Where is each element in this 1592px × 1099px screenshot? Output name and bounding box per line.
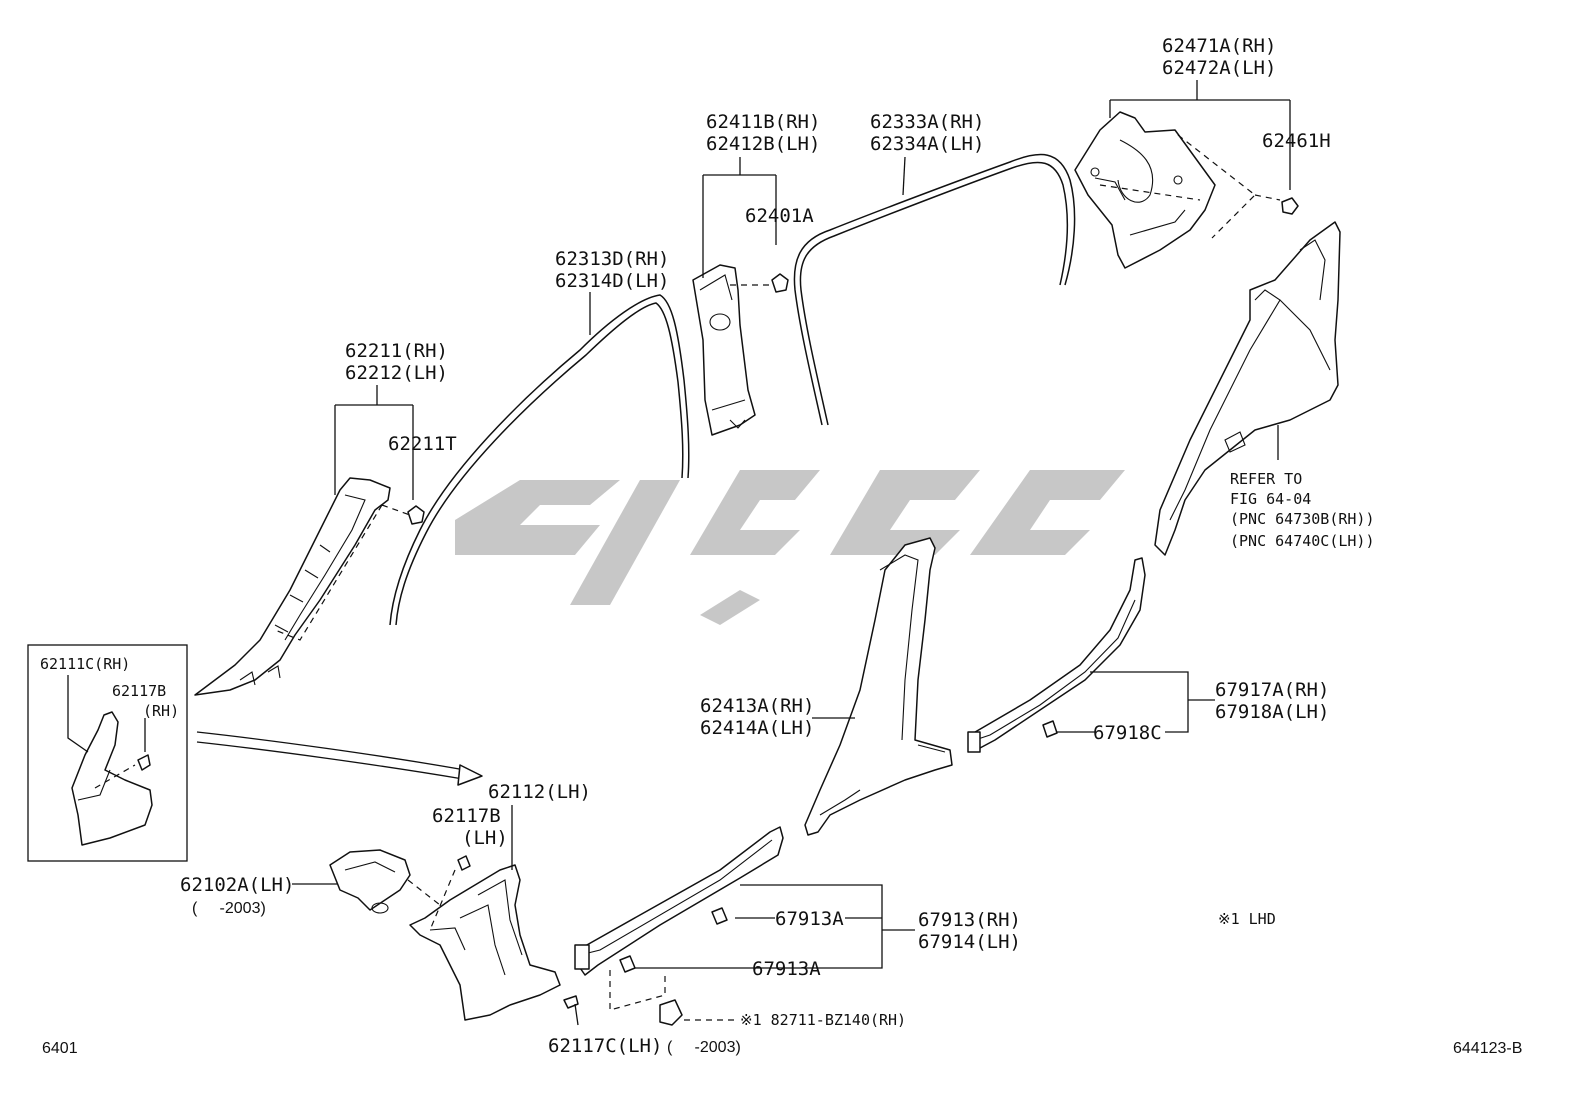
label-62472A: 62472A(LH): [1162, 57, 1276, 79]
leader-62117B-rh-dash: [94, 764, 136, 789]
label-note-lhd: ※1 LHD: [1218, 910, 1276, 928]
label-67913A-b: 67913A: [752, 958, 821, 980]
part-front-scuff-plate: [574, 826, 784, 976]
label-62401A: 62401A: [745, 205, 814, 227]
label-refer-3: (PNC 64730B(RH)): [1230, 510, 1375, 528]
inset-box-rh: [27, 644, 188, 862]
label-62211T: 62211T: [388, 433, 457, 455]
label-82711: ※1 82711-BZ140(RH): [740, 1011, 906, 1029]
part-a-pillar: [194, 477, 391, 696]
clip-62117B-lh: [457, 855, 471, 871]
label-refer-1: REFER TO: [1230, 470, 1302, 488]
label-62313D: 62313D(RH): [555, 248, 669, 270]
clip-62211T: [407, 505, 425, 525]
part-cowl-side-trim-lh: [409, 864, 561, 1021]
clip-82711: [659, 999, 738, 1026]
label-62102A: 62102A(LH): [180, 874, 294, 896]
part-62102A: [329, 849, 411, 914]
label-62211: 62211(RH): [345, 340, 448, 362]
label-67914: 67914(LH): [918, 931, 1021, 953]
label-62102A-date: ( -2003): [192, 900, 266, 917]
label-62414A: 62414A(LH): [700, 717, 814, 739]
label-62117B-rh-side: (RH): [143, 702, 179, 720]
label-62412B: 62412B(LH): [706, 133, 820, 155]
label-62117C: 62117C(LH): [548, 1035, 662, 1057]
label-62413A: 62413A(RH): [700, 695, 814, 717]
leader-62411B: [702, 157, 777, 286]
part-quarter-trim-upper: [1074, 111, 1216, 269]
label-drawing-code: 644123-B: [1453, 1040, 1522, 1057]
clip-67918C: [1042, 720, 1058, 738]
label-62117C-date: ( -2003): [667, 1039, 741, 1056]
leader-62471A: [1099, 80, 1291, 239]
label-62111C: 62111C(RH): [40, 655, 130, 673]
label-62334A: 62334A(LH): [870, 133, 984, 155]
part-rear-scuff-plate: [967, 557, 1146, 753]
part-rear-quarter-panel: [1154, 221, 1341, 556]
label-67917A: 67917A(RH): [1215, 679, 1329, 701]
label-62212: 62212(LH): [345, 362, 448, 384]
part-roof-weatherstrip: [793, 153, 1076, 426]
leader-67913: [609, 884, 915, 1011]
label-62117B-lh-side: (LH): [462, 827, 508, 849]
part-b-pillar-lower: [804, 537, 953, 836]
clip-62401A: [771, 273, 789, 293]
label-62112: 62112(LH): [488, 781, 591, 803]
label-refer-4: (PNC 64740C(LH)): [1230, 532, 1375, 550]
label-62461H: 62461H: [1262, 130, 1331, 152]
clip-62117C: [563, 995, 579, 1026]
label-refer-2: FIG 64-04: [1230, 490, 1311, 508]
part-front-weatherstrip: [389, 294, 690, 626]
label-figure-number: 6401: [42, 1040, 78, 1057]
label-62314D: 62314D(LH): [555, 270, 669, 292]
label-62117B-lh: 62117B: [432, 805, 501, 827]
label-62471A: 62471A(RH): [1162, 35, 1276, 57]
leader-67917A: [1055, 671, 1215, 733]
leader-62102A-dash: [407, 869, 456, 931]
label-67918C: 67918C: [1093, 722, 1162, 744]
label-67913A-a: 67913A: [775, 908, 844, 930]
label-62411B: 62411B(RH): [706, 111, 820, 133]
part-b-pillar-upper: [692, 264, 756, 436]
label-62333A: 62333A(RH): [870, 111, 984, 133]
label-67918A: 67918A(LH): [1215, 701, 1329, 723]
label-67913: 67913(RH): [918, 909, 1021, 931]
clip-62117B-rh: [137, 718, 151, 771]
clip-67913A-b: [619, 955, 636, 973]
leader-62333A: [902, 156, 906, 196]
watermark-logo: [455, 470, 1125, 625]
clip-67913A-a: [711, 907, 728, 925]
part-cowl-side-trim-rh: [71, 711, 153, 846]
leader-62211: [274, 385, 414, 641]
clip-62461H: [1281, 197, 1299, 215]
arrow-lh-reference: [196, 731, 483, 786]
label-62117B-rh: 62117B: [112, 682, 166, 700]
leader-62111C: [67, 675, 89, 753]
